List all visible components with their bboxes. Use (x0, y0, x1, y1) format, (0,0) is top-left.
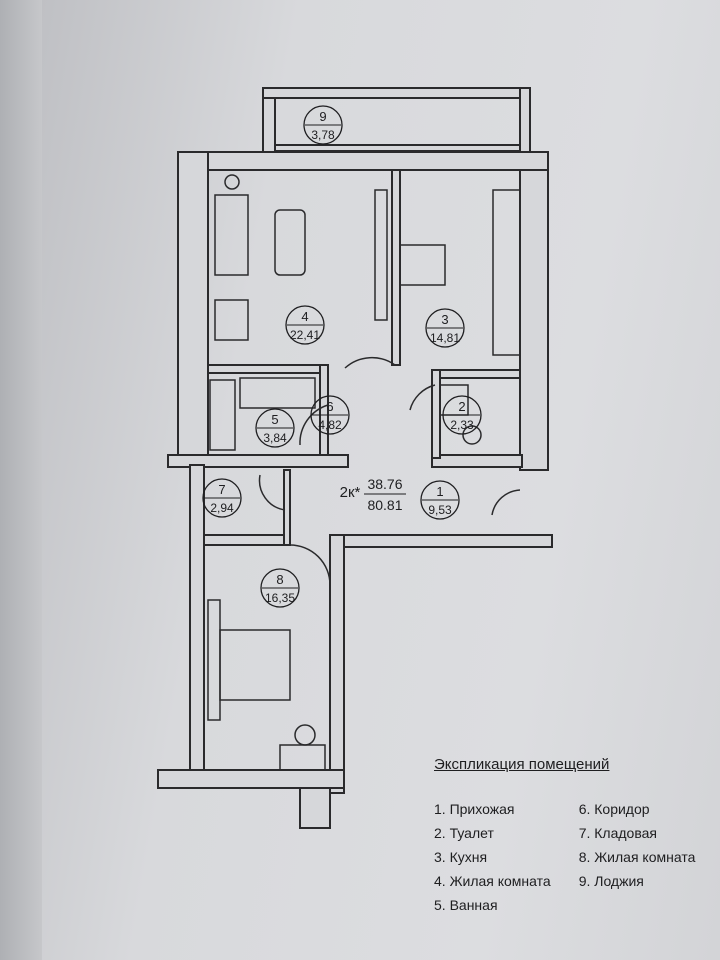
room-label-7: 72,94 (202, 478, 242, 518)
room-area: 9,53 (428, 503, 452, 517)
room-number: 2 (458, 399, 465, 414)
living-area: 38.76 (367, 476, 402, 492)
room-label-8: 816,35 (260, 568, 300, 608)
legend: Экспликация помещений 1. Прихожая 2. Туа… (434, 756, 695, 921)
room-number: 8 (276, 572, 283, 587)
legend-item: 8. Жилая комната (578, 849, 696, 865)
room-number: 4 (301, 309, 308, 324)
room-area: 4,82 (318, 418, 342, 432)
room-label-2: 22,33 (442, 395, 482, 435)
room-number: 3 (441, 312, 448, 327)
room-label-circle (303, 105, 343, 145)
room-label-6: 64,82 (310, 395, 350, 435)
legend-item: 3. Кухня (434, 849, 488, 865)
room-label-circle (310, 395, 350, 435)
room-label-circle (255, 408, 295, 448)
room-number: 6 (326, 399, 333, 414)
room-area: 16,35 (265, 591, 295, 605)
room-label-circle (420, 480, 460, 520)
room-number: 1 (436, 484, 443, 499)
legend-title: Экспликация помещений (434, 756, 610, 773)
apartment-summary: 2к* 38.76 80.81 (340, 476, 406, 513)
room-label-circle (260, 568, 300, 608)
furniture (207, 174, 521, 771)
room-area: 2,33 (450, 418, 474, 432)
room-label-4: 422,41 (285, 305, 325, 345)
room-area: 3,78 (311, 128, 335, 142)
apartment-type: 2к* (340, 484, 361, 501)
room-number: 5 (271, 412, 278, 427)
legend-item: 5. Ванная (434, 897, 498, 913)
room-label-circle (202, 478, 242, 518)
room-area: 2,94 (210, 501, 234, 515)
room-label-circle (285, 305, 325, 345)
room-number: 9 (319, 109, 326, 124)
legend-item: 9. Лоджия (578, 873, 644, 889)
room-label-circle (442, 395, 482, 435)
room-label-1: 19,53 (420, 480, 460, 520)
room-label-3: 314,81 (425, 308, 465, 348)
room-label-9: 93,78 (303, 105, 343, 145)
room-area: 3,84 (263, 431, 287, 445)
legend-item: 2. Туалет (434, 825, 494, 841)
room-label-5: 53,84 (255, 408, 295, 448)
room-area: 22,41 (290, 328, 320, 342)
legend-item: 1. Прихожая (434, 801, 515, 817)
legend-item: 6. Коридор (578, 801, 650, 817)
room-label-circle (425, 308, 465, 348)
total-area: 80.81 (367, 497, 402, 513)
legend-item: 4. Жилая комната (434, 873, 551, 889)
room-area: 14,81 (430, 331, 460, 345)
inner-walls (203, 169, 521, 546)
room-number: 7 (218, 482, 225, 497)
binder-edge (0, 0, 42, 960)
legend-item: 7. Кладовая (578, 825, 657, 841)
